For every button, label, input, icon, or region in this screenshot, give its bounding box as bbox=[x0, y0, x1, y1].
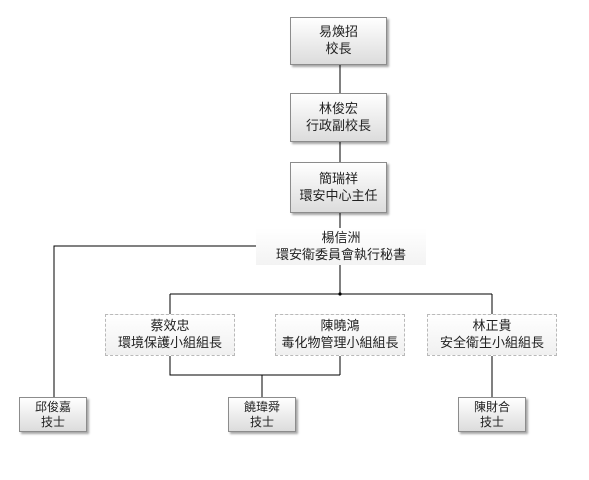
env-director-box: 簡瑞祥 環安中心主任 bbox=[290, 162, 387, 213]
line-secretary-tech1 bbox=[53, 245, 256, 397]
group-safety-title: 安全衛生小組組長 bbox=[439, 336, 544, 351]
vice-principal-name: 林俊宏 bbox=[318, 101, 358, 117]
junction-dot bbox=[338, 292, 342, 296]
group-toxic-title: 毒化物管理小組組長 bbox=[281, 336, 399, 351]
exec-secretary-name: 楊信洲 bbox=[321, 230, 361, 246]
vice-principal-title: 行政副校長 bbox=[305, 118, 371, 134]
tech-3-box: 陳財合 技士 bbox=[458, 397, 526, 432]
principal-title: 校長 bbox=[325, 42, 352, 57]
vice-principal-box: 林俊宏 行政副校長 bbox=[290, 93, 387, 142]
env-director-name: 簡瑞祥 bbox=[318, 171, 358, 187]
group-env-box: 蔡效忠 環境保護小組組長 bbox=[105, 314, 235, 356]
principal-name: 易煥招 bbox=[318, 25, 358, 40]
tech-2-box: 饒瑋舜 技士 bbox=[228, 397, 296, 432]
tech-3-name: 陳財合 bbox=[473, 399, 510, 414]
tech-1-name: 邱俊嘉 bbox=[34, 399, 71, 414]
line-groups-tech2 bbox=[169, 356, 340, 376]
group-toxic-name: 陳曉鴻 bbox=[320, 319, 360, 334]
group-safety-name: 林正貴 bbox=[472, 319, 512, 334]
group-toxic-box: 陳曉鴻 毒化物管理小組組長 bbox=[275, 314, 405, 356]
exec-secretary-title: 環安衛委員會執行秘書 bbox=[275, 247, 406, 263]
tech-2-name: 饒瑋舜 bbox=[243, 399, 280, 414]
group-env-title: 環境保護小組組長 bbox=[117, 336, 222, 351]
tech-2-title: 技士 bbox=[249, 414, 274, 429]
tech-3-title: 技士 bbox=[479, 414, 504, 429]
group-env-name: 蔡效忠 bbox=[150, 319, 190, 334]
exec-secretary-box: 楊信洲 環安衛委員會執行秘書 bbox=[256, 228, 426, 265]
principal-box: 易煥招 校長 bbox=[290, 17, 387, 65]
env-director-title: 環安中心主任 bbox=[299, 188, 378, 204]
tech-1-box: 邱俊嘉 技士 bbox=[19, 397, 87, 432]
group-safety-box: 林正貴 安全衛生小組組長 bbox=[427, 314, 557, 356]
tech-1-title: 技士 bbox=[40, 414, 65, 429]
